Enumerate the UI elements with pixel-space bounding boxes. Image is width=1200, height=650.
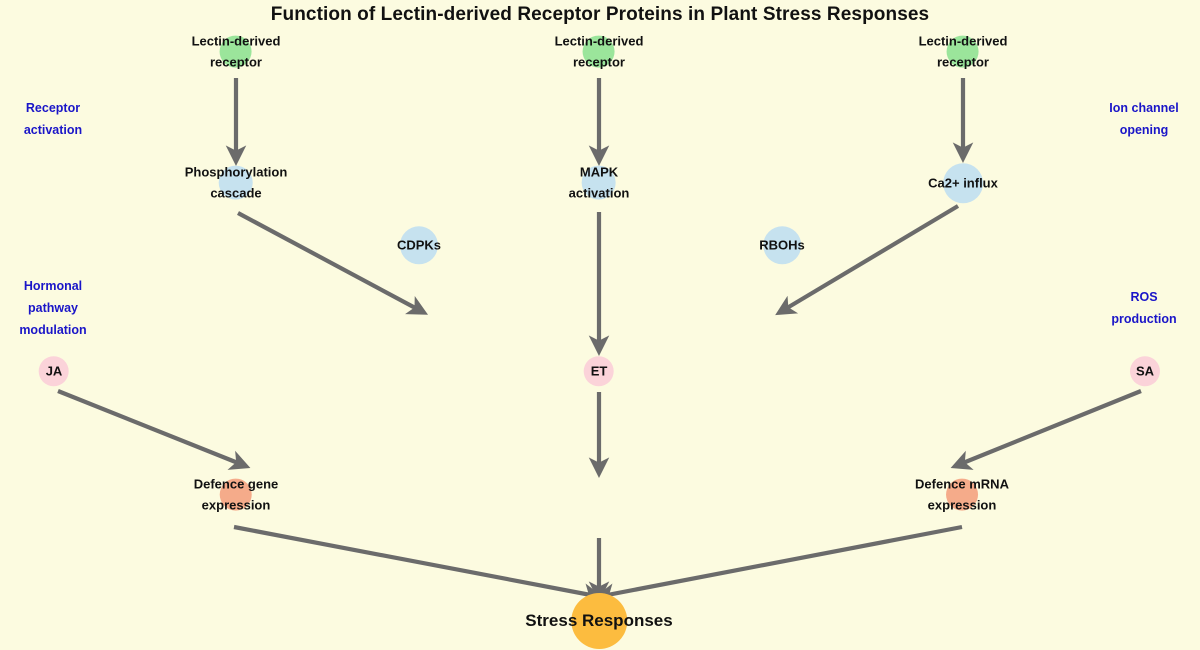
node-disc-rbohs (762, 226, 801, 264)
node-ja[interactable]: JA (39, 356, 69, 386)
node-disc-receptor-middle (582, 36, 615, 68)
edge-defence-gene-to-stress (233, 524, 604, 604)
node-disc-defence-mrna-expression (945, 479, 978, 511)
node-receptor-right[interactable]: Lectin-derived receptor (919, 31, 1008, 74)
node-stress-responses[interactable]: Stress Responses (525, 592, 673, 649)
node-disc-receptor-right (946, 36, 979, 68)
node-receptor-middle[interactable]: Lectin-derived receptor (555, 31, 644, 74)
edge-phosphorylation-to-cdpks-path (237, 211, 429, 315)
edge-sa-to-defence-mrna (950, 389, 1142, 470)
node-receptor-left[interactable]: Lectin-derived receptor (192, 31, 281, 74)
node-ca2-influx[interactable]: Ca2+ influx (928, 163, 998, 203)
edge-ja-to-defence-gene (57, 389, 251, 470)
node-cdpks[interactable]: CDPKs (397, 226, 441, 264)
node-defence-mrna-expression[interactable]: Defence mRNA expression (915, 474, 1009, 517)
annotation-ros-production: ROS production (1111, 290, 1177, 326)
node-disc-ca2-influx (943, 163, 983, 203)
node-et[interactable]: ET (584, 356, 614, 386)
annotation-receptor-activation: Receptor activation (23, 101, 83, 137)
node-phosphorylation-cascade[interactable]: Phosphorylation cascade (185, 162, 288, 205)
annotation-ion-channel-opening: Ion channel opening (1109, 101, 1179, 137)
node-disc-et (584, 356, 614, 386)
node-disc-sa (1130, 356, 1160, 386)
page-title: Function of Lectin-derived Receptor Prot… (270, 4, 930, 25)
annotation-hormonal-modulation: Hormonal pathway modulation (19, 279, 87, 337)
node-rbohs[interactable]: RBOHs (759, 226, 805, 264)
node-sa[interactable]: SA (1130, 356, 1160, 386)
node-mapk-activation[interactable]: MAPK activation (569, 162, 630, 205)
node-disc-cdpks (399, 226, 438, 264)
node-disc-mapk-activation (582, 166, 616, 200)
node-defence-gene-expression[interactable]: Defence gene expression (194, 474, 279, 517)
node-disc-phosphorylation-cascade (219, 166, 253, 200)
node-disc-ja (39, 356, 69, 386)
node-disc-stress-responses (571, 592, 627, 649)
edge-defence-mrna-to-stress (594, 524, 963, 604)
node-disc-receptor-left (219, 36, 252, 68)
node-disc-defence-gene-expression (219, 479, 252, 511)
edge-ca2-to-rbohs-path (775, 204, 960, 316)
